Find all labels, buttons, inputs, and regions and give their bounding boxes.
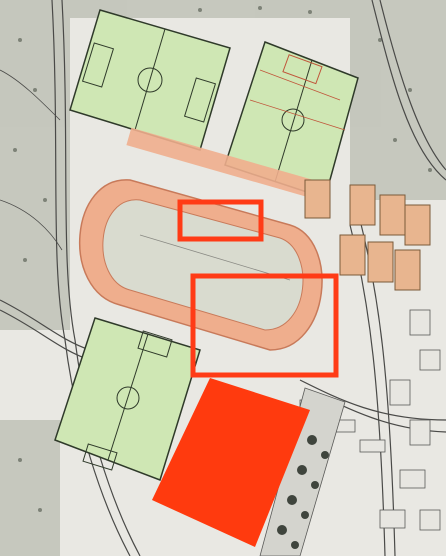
planned-area-fill — [152, 378, 310, 547]
highlight-box-small — [177, 199, 264, 242]
football-pitch-south — [54, 317, 201, 481]
tennis-courts — [304, 179, 431, 291]
tree-row-south — [259, 387, 346, 556]
tree-dots — [13, 6, 432, 512]
highlight-box-large — [190, 273, 339, 378]
football-pitch-north-east — [224, 41, 359, 199]
